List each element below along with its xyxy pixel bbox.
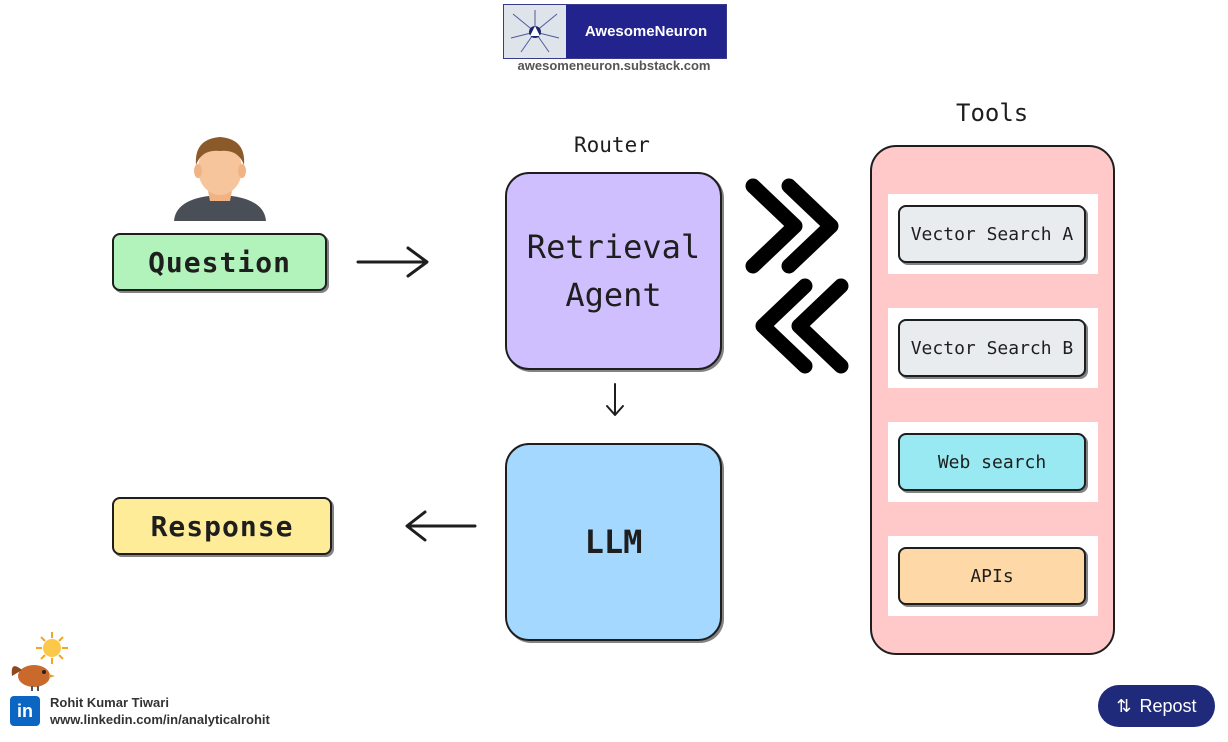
llm-text: LLM — [584, 523, 643, 561]
linkedin-icon[interactable]: in — [10, 696, 40, 726]
arrow-down-icon — [603, 382, 627, 418]
tool-apis: APIs — [898, 547, 1086, 605]
repost-button[interactable]: ⇅ Repost — [1098, 685, 1215, 727]
double-chevron-right-icon — [743, 178, 841, 274]
llm-box: LLM — [505, 443, 722, 641]
tool-web-search: Web search — [898, 433, 1086, 491]
tools-label: Tools — [956, 99, 1029, 127]
arrow-right-icon — [356, 244, 432, 280]
neuron-logo-icon — [504, 5, 566, 58]
tool-vector-search-a: Vector Search A — [898, 205, 1086, 263]
question-box: Question — [112, 233, 327, 291]
router-label: Router — [574, 133, 650, 157]
retrieval-agent-box: Retrieval Agent — [505, 172, 722, 370]
response-text: Response — [150, 509, 294, 543]
user-avatar-icon — [172, 135, 268, 221]
repost-icon: ⇅ — [1116, 695, 1132, 716]
arrow-left-icon — [403, 508, 477, 544]
double-chevron-left-icon — [753, 278, 851, 374]
tool-label: Web search — [937, 451, 1047, 473]
question-text: Question — [148, 245, 291, 279]
brand-banner: AwesomeNeuron — [503, 4, 727, 59]
response-box: Response — [112, 497, 332, 555]
agent-line-2: Agent — [565, 276, 662, 314]
tool-label: APIs — [970, 565, 1014, 587]
linkedin-profile-link[interactable]: www.linkedin.com/in/analyticalrohit — [50, 712, 270, 727]
tool-label: Vector Search A — [910, 223, 1074, 245]
agent-line-1: Retrieval — [526, 228, 701, 266]
brand-name: AwesomeNeuron — [566, 5, 726, 58]
bird-sun-mascot-icon — [8, 630, 72, 692]
author-name: Rohit Kumar Tiwari — [50, 695, 169, 710]
tool-vector-search-b: Vector Search B — [898, 319, 1086, 377]
repost-label: Repost — [1139, 695, 1197, 716]
tool-label: Vector Search B — [910, 337, 1074, 359]
brand-url[interactable]: awesomeneuron.substack.com — [517, 58, 711, 73]
